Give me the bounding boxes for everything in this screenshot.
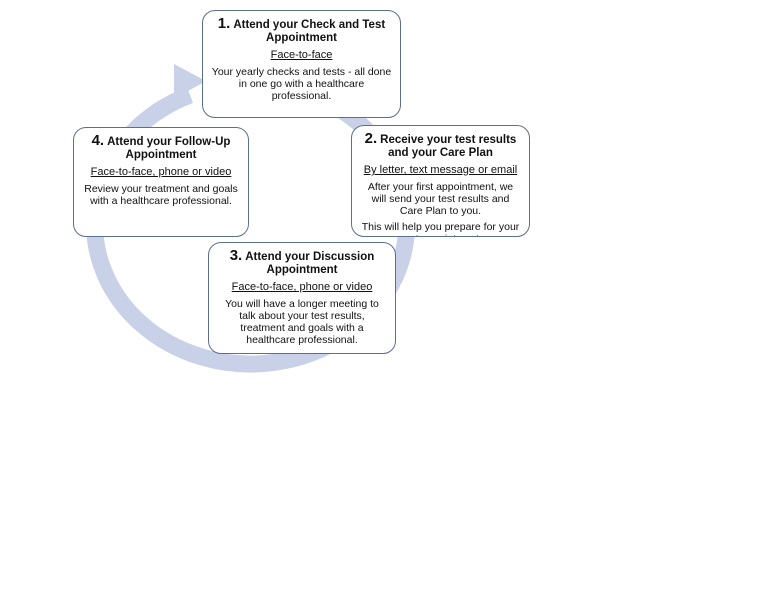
step-number: 4.: [91, 132, 105, 149]
step-mode: Face-to-face, phone or video: [231, 281, 373, 293]
step-number: 3.: [229, 247, 243, 264]
step-card-test-results: 2.Receive your test results and your Car…: [351, 125, 530, 237]
step-heading: 1.Attend your Check and Test Appointment: [211, 15, 392, 45]
cycle-arrowhead-icon: [174, 64, 206, 99]
step-heading: 2.Receive your test results and your Car…: [360, 130, 521, 160]
step-number: 2.: [364, 130, 378, 147]
step-title: Attend your Check and Test Appointment: [233, 19, 386, 44]
step-mode: Face-to-face, phone or video: [90, 166, 232, 178]
step-number: 1.: [217, 15, 231, 32]
step-title: Attend your Discussion Appointment: [245, 251, 375, 276]
step-description: Review your treatment and goals with a h…: [84, 183, 238, 207]
step-card-follow-up: 4.Attend your Follow-Up Appointment Face…: [73, 127, 249, 237]
step-mode: By letter, text message or email: [363, 164, 518, 176]
step-mode: Face-to-face: [270, 49, 333, 61]
step-card-check-and-test: 1.Attend your Check and Test Appointment…: [202, 10, 401, 118]
step-title: Attend your Follow-Up Appointment: [107, 136, 231, 161]
step-description: Your yearly checks and tests - all done …: [211, 66, 392, 102]
step-heading: 3.Attend your Discussion Appointment: [217, 247, 387, 277]
step-heading: 4.Attend your Follow-Up Appointment: [82, 132, 240, 162]
step-description: After your first appointment, we will se…: [367, 181, 514, 217]
step-card-discussion: 3.Attend your Discussion Appointment Fac…: [208, 242, 396, 354]
step-description: This will help you prepare for your next…: [361, 221, 520, 236]
step-description: You will have a longer meeting to talk a…: [225, 298, 379, 346]
step-title: Receive your test results and your Care …: [380, 134, 517, 159]
